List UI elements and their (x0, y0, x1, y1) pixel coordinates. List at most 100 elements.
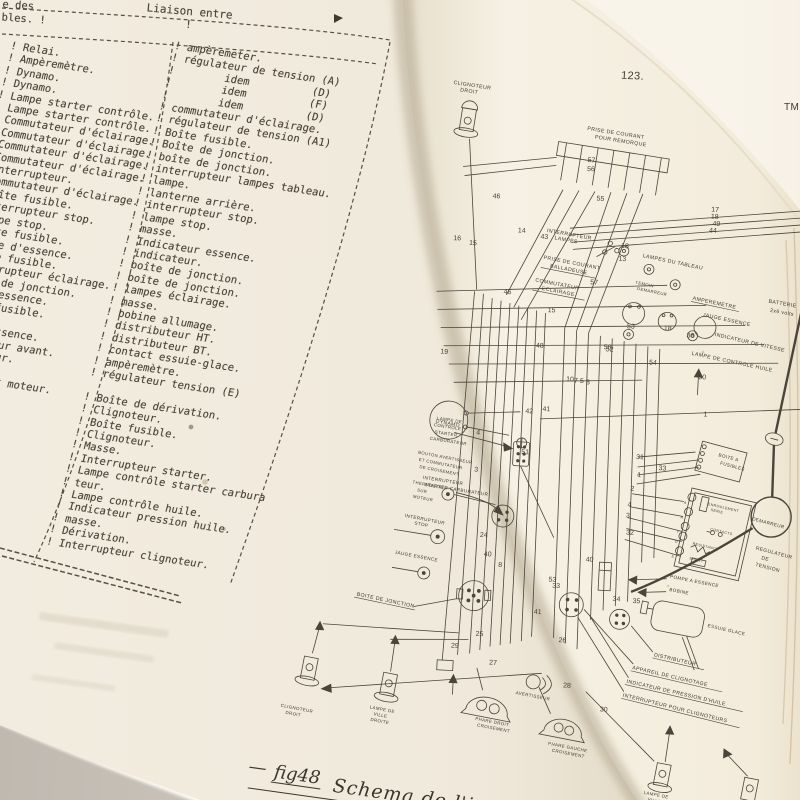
wire-number: 4 (627, 502, 631, 509)
tableau-lamp-icons (618, 245, 698, 342)
thermostat-label: SUR (417, 487, 428, 494)
wire-number: 44 (709, 227, 717, 234)
wire-number: 14 (518, 227, 526, 234)
phare-droit-symbol (460, 696, 511, 723)
wire-number: 53 (548, 577, 556, 584)
wire-number: 31 (636, 454, 644, 461)
paper-stains (31, 350, 705, 692)
masse-arrow (693, 368, 704, 396)
stamp-fragment: TM (784, 102, 799, 113)
ground-arrow (448, 673, 458, 695)
wire-number: 41 (542, 406, 550, 413)
clignotage-circle (491, 504, 515, 528)
clignoteur-droit-top-label: CLIGNOTEUR (453, 80, 491, 92)
thermostat-label: THERMOSTAT (412, 479, 445, 490)
wire-number: 42 (525, 408, 533, 415)
batterie-volts-label: 2x6 volts (770, 308, 795, 318)
demarreur-symbol (750, 496, 792, 538)
wire-number: 48 (536, 343, 544, 350)
avertisseur-label: AVERTISSEUR (515, 690, 550, 702)
wire-number: 3 (474, 466, 478, 473)
wire-number: 17 (711, 207, 719, 214)
regulateur-inner-label: SERIE (710, 508, 724, 515)
lampe-ville-droite-label: DROITE (370, 717, 390, 726)
regulateur-terminal-letter: F (677, 530, 680, 534)
interrupteur-stop-label: STOP (414, 520, 429, 528)
wire-number: 43 (540, 234, 548, 241)
wire-number: 18 (711, 214, 719, 221)
clignoteur-bottom-symbol (294, 655, 320, 687)
lampe-ville-droite-label: VILLE (373, 711, 388, 719)
wire-number: 58 (604, 344, 612, 351)
thermostat-label: MOTEUR (413, 494, 434, 503)
jauge-terminal (417, 566, 431, 580)
wire-number: 46 (492, 193, 500, 200)
distributeur-symbol (558, 592, 584, 618)
wire-number: 32 (626, 530, 634, 537)
table-borders (0, 7, 391, 604)
interrupteur-lampes-label: LAMPES (554, 235, 578, 245)
ink-arrow-mark (334, 14, 343, 23)
wire-number: 27 (489, 660, 497, 667)
connector-block (436, 659, 454, 672)
wire-number: 55 (596, 196, 604, 203)
wire-number: 33 (552, 583, 560, 590)
regulateur-terminal-letter: A (680, 515, 684, 520)
lampe-ville-bottom-label: LAMPE DE (643, 790, 669, 800)
wire-number: 57 (590, 279, 598, 286)
regulateur-inner-label: ENROULEMENT (708, 502, 740, 513)
lampe-ville-droite-label: LAMPE DE (369, 704, 395, 714)
junction-box-symbol (456, 580, 492, 612)
dynamo-symbol (429, 400, 521, 440)
wire-number: 46 (503, 289, 511, 296)
wire-number: 30 (600, 706, 608, 713)
wire-number: 15 (547, 307, 555, 314)
wire-number: 52 (606, 346, 614, 353)
wire-number: 18 (621, 243, 629, 250)
page-curl-line (571, 0, 800, 224)
gauge-icons (622, 302, 717, 339)
lampe-ville-bottom-label: VILLE (647, 797, 662, 800)
phare-droit-label: PHARE DROIT (475, 716, 510, 727)
wire-number: 5 (580, 378, 584, 385)
regulateur-terminal-letter: D (675, 540, 679, 545)
wire-number: 7 (574, 378, 578, 385)
wire-number: 1 (637, 472, 641, 479)
fuse-box-symbol (694, 440, 748, 483)
wire-number: 54 (649, 359, 657, 366)
regulateur-inner-label: RESISTANCE (692, 542, 719, 552)
page-number: 123. (621, 70, 645, 83)
wire-number: 10 (566, 376, 574, 383)
regulateur-label: DE (761, 555, 770, 563)
battery-switch (765, 432, 784, 446)
lampe-controle-starter-label: CARBURATEUR (429, 436, 467, 447)
essuie-glace-symbol (639, 600, 705, 671)
wire-number: 26 (558, 637, 566, 644)
far-right-lamp-symbol (740, 776, 760, 800)
wire-number: 18 (664, 325, 672, 332)
wire-number: 29 (451, 643, 459, 650)
wire-number: 56 (587, 166, 595, 173)
book-gutter-shadow (393, 0, 645, 800)
regulateur-terminal-letter: A (684, 501, 688, 506)
page-stack-line (782, 239, 791, 725)
regulator-symbol (673, 487, 757, 582)
boite-fusibles-label: FUSIBLES (720, 460, 746, 471)
commutateur-symbol (596, 240, 620, 257)
phare-gauche-symbol (538, 718, 585, 744)
boite-fusibles-label: BOITE A (718, 452, 740, 462)
wire-number: 50 (698, 374, 706, 381)
wire-number: 16 (453, 235, 461, 242)
page-stack-line (789, 227, 799, 765)
phare-droit-label: CROISEMENT (477, 722, 511, 733)
wire-number: 24 (480, 532, 488, 539)
wire-number: 19 (440, 349, 448, 356)
clignoteur-droit-top-symbol (453, 100, 479, 138)
wire-number: 49 (712, 221, 720, 228)
temoin-demarreur-label: TEMOIN (635, 280, 654, 289)
regulateur-terminal-letter: E (671, 554, 675, 559)
lampe-ville-bottom-symbol (647, 762, 672, 793)
wire-number: 33 (658, 465, 666, 472)
temoin-demarreur-label: DEMARREUR (637, 286, 668, 297)
